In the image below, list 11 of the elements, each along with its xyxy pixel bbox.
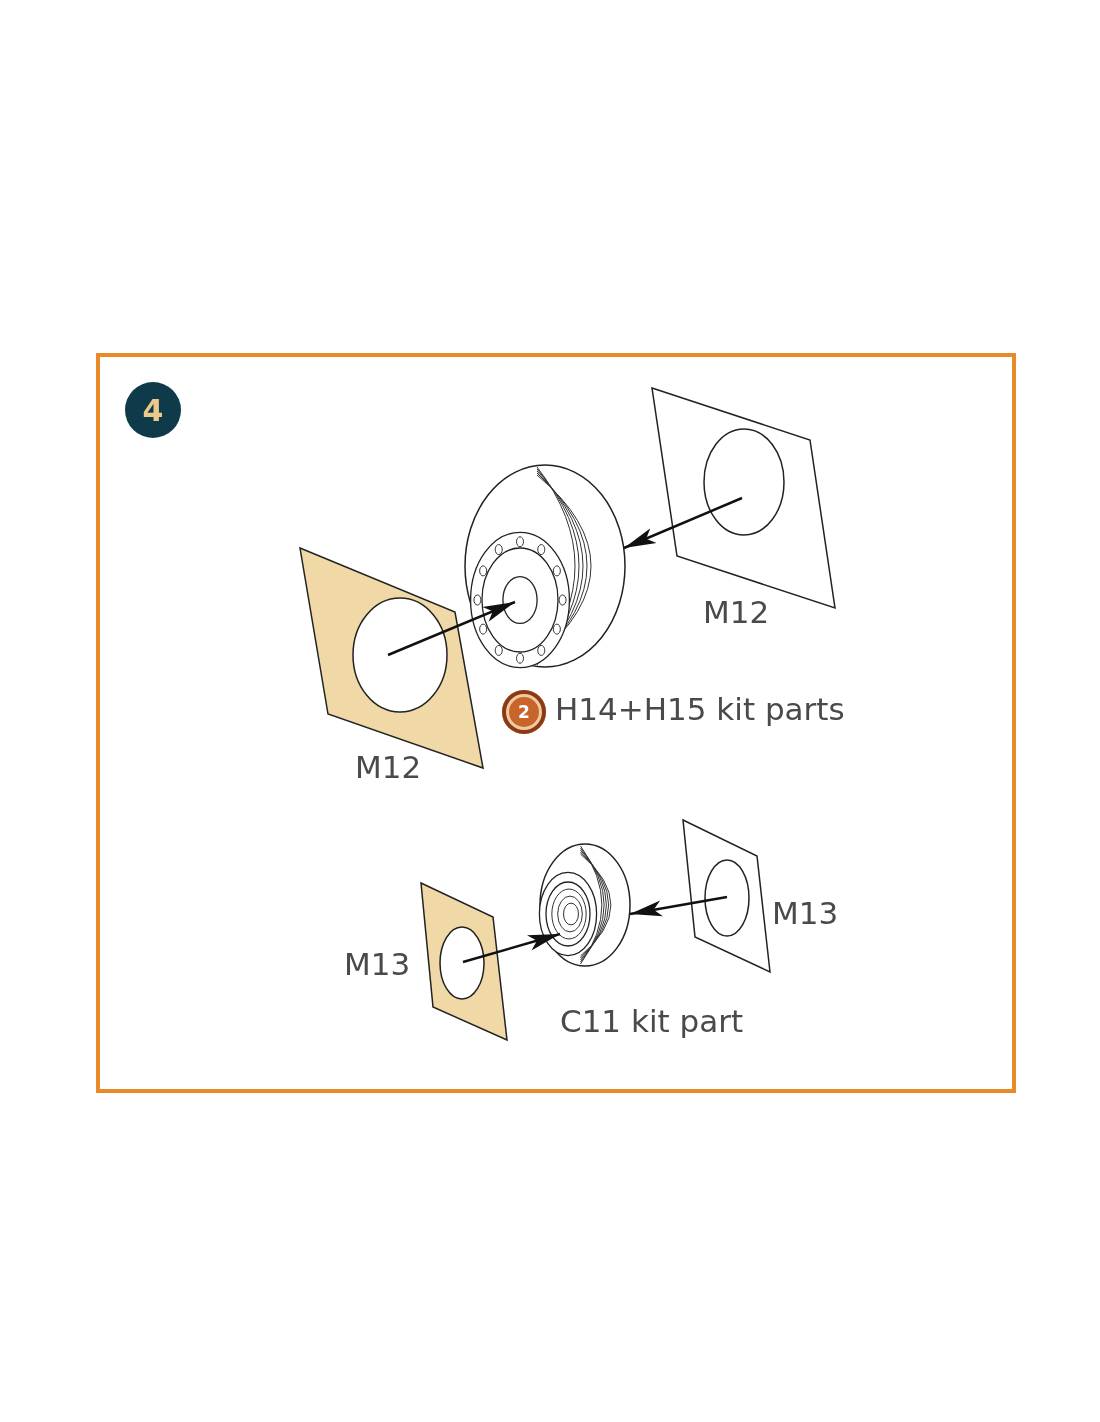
part-label: C11 kit part xyxy=(560,1006,744,1037)
step-number-badge: 4 xyxy=(125,382,181,438)
repeat-count-icon: 2 xyxy=(502,690,546,734)
part-label: M13 xyxy=(772,898,839,929)
part-label: H14+H15 kit parts xyxy=(555,694,845,725)
part-label: M12 xyxy=(355,752,422,783)
part-label: M13 xyxy=(344,949,411,980)
arrow xyxy=(462,932,561,964)
part-label: M12 xyxy=(703,597,770,628)
arrow xyxy=(623,496,743,550)
arrow xyxy=(629,895,728,917)
